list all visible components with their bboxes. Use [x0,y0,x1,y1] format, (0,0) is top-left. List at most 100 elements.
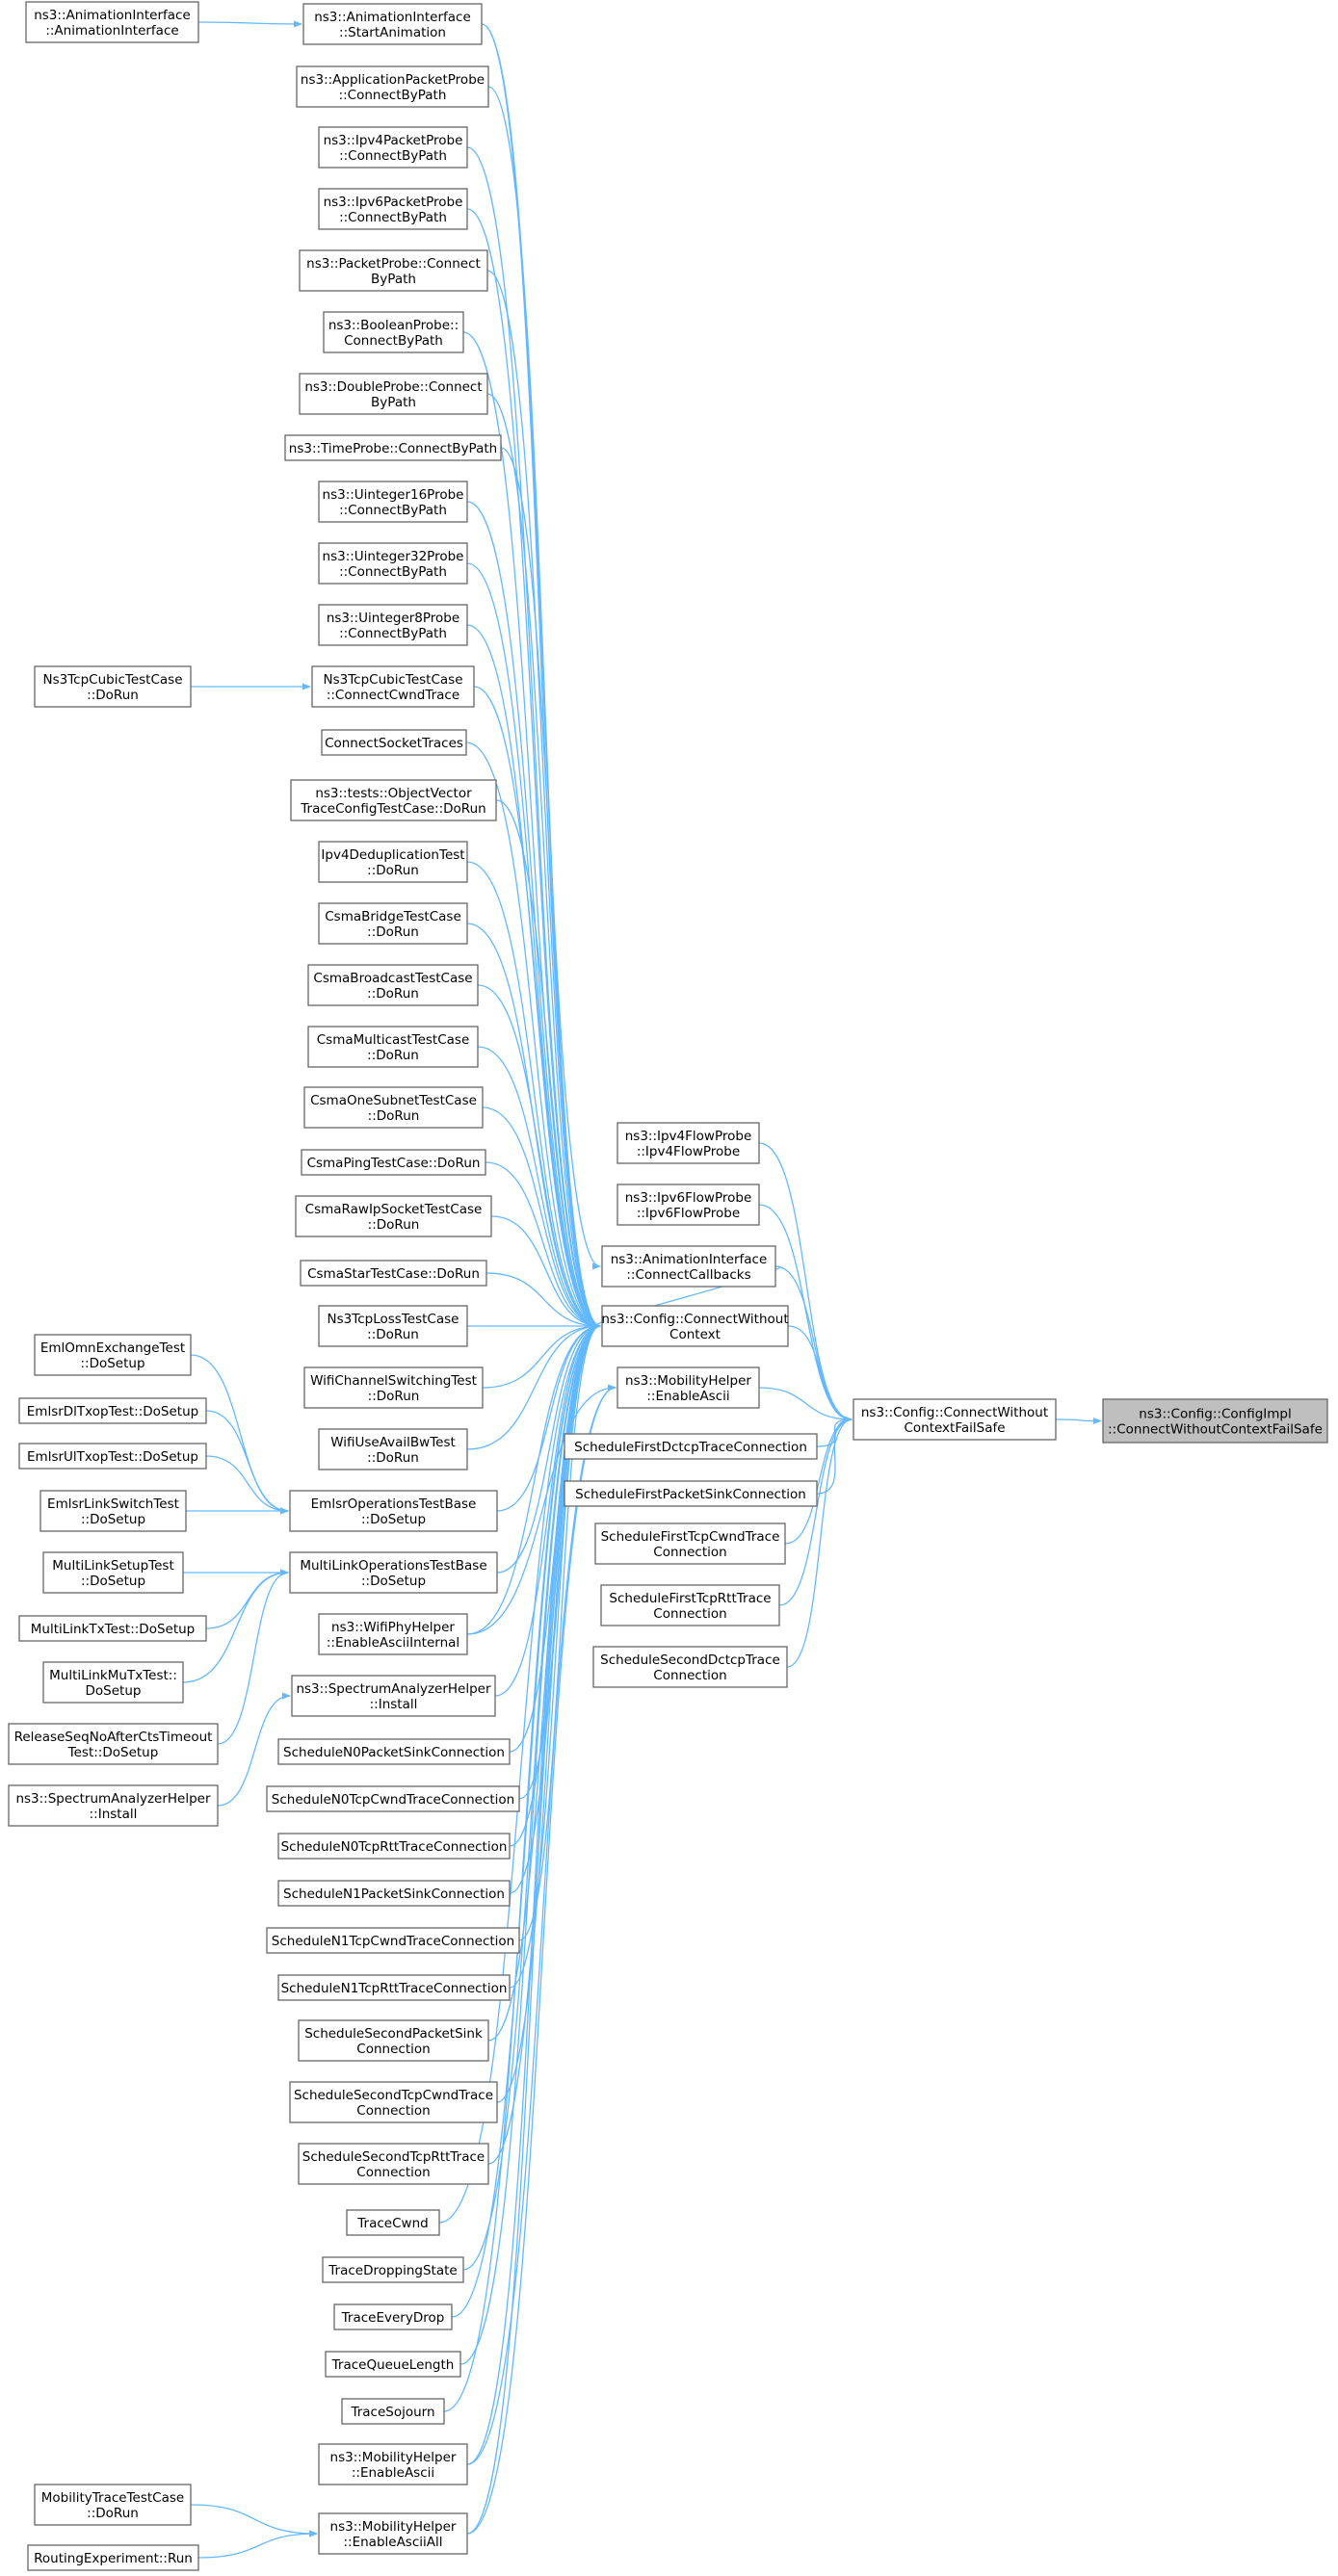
graph-node-multilinksetuptest-dosetup[interactable]: MultiLinkSetupTest::DoSetup [42,1551,184,1594]
graph-node-connectsockettraces[interactable]: ConnectSocketTraces [321,729,467,756]
graph-node-ns3-booleanprobe-connectbypath[interactable]: ns3::BooleanProbe::ConnectByPath [323,311,464,353]
graph-node-csmastartestcase-dorun[interactable]: CsmaStarTestCase::DoRun [300,1260,487,1287]
node-box [601,1305,789,1347]
graph-node-schedulefirstdctcptraceconnection[interactable]: ScheduleFirstDctcpTraceConnection [564,1433,818,1460]
node-label: ::EnableAsciiAll [343,2535,442,2550]
graph-node-ns3tcpcubictestcase-dorun[interactable]: Ns3TcpCubicTestCase::DoRun [34,665,192,708]
node-label: ScheduleSecondTcpRttTrace [302,2149,485,2165]
node-label: RoutingExperiment::Run [34,2551,193,2566]
graph-node-multilinkoperationstestbase-dosetup[interactable]: MultiLinkOperationsTestBase::DoSetup [289,1551,498,1594]
graph-node-emlsroperationstestbase-dosetup[interactable]: EmlsrOperationsTestBase::DoSetup [289,1490,498,1532]
graph-node-multilinktxtest-dosetup[interactable]: MultiLinkTxTest::DoSetup [18,1615,207,1642]
graph-node-schedulen0tcprtttraceconnection[interactable]: ScheduleN0TcpRttTraceConnection [277,1833,511,1860]
node-label: ConnectByPath [344,333,443,349]
node-box [594,1522,786,1565]
node-box [600,1584,780,1626]
node-label: ScheduleN1TcpCwndTraceConnection [272,1934,514,1949]
graph-node-csmaonesubnettestcase-dorun[interactable]: CsmaOneSubnetTestCase::DoRun [303,1086,484,1129]
graph-node-schedulen1packetsinkconnection[interactable]: ScheduleN1PacketSinkConnection [277,1880,511,1907]
graph-node-wifichannelswitchingtest-dorun[interactable]: WifiChannelSwitchingTest::DoRun [303,1366,484,1409]
graph-node-tracesojourn[interactable]: TraceSojourn [341,2398,445,2425]
node-label: CsmaStarTestCase::DoRun [307,1266,480,1282]
node-box [27,2544,199,2571]
edge-n40-to-n39 [217,1692,291,1807]
graph-node-ns3-config-connectwithout-contextfailsafe[interactable]: ns3::Config::ConnectWithoutContextFailSa… [853,1398,1057,1441]
graph-node-tracedroppingstate[interactable]: TraceDroppingState [322,2256,464,2283]
graph-node-ns3-uinteger16probe-connectbypath[interactable]: ns3::Uinteger16Probe::ConnectByPath [318,481,468,523]
graph-node-ns3-animationinterface-animationinterface[interactable]: ns3::AnimationInterface::AnimationInterf… [25,1,199,43]
node-label: ns3::MobilityHelper [330,2519,457,2535]
graph-node-schedulefirstpacketsinkconnection[interactable]: ScheduleFirstPacketSinkConnection [564,1480,818,1507]
graph-node-ns3-packetprobe-connect-bypath[interactable]: ns3::PacketProbe::ConnectByPath [299,249,488,292]
graph-node-ns3-animationinterface-connectcallbacks[interactable]: ns3::AnimationInterface::ConnectCallback… [601,1245,776,1288]
graph-node-ns3-timeprobe-connectbypath[interactable]: ns3::TimeProbe::ConnectByPath [284,434,502,461]
node-box [311,665,475,708]
graph-node-ns3tcpcubictestcase-connectcwndtrace[interactable]: Ns3TcpCubicTestCase::ConnectCwndTrace [311,665,475,708]
graph-node-ns3-uinteger8probe-connectbypath[interactable]: ns3::Uinteger8Probe::ConnectByPath [318,604,468,646]
graph-node-ns3-ipv4flowprobe-ipv4flowprobe[interactable]: ns3::Ipv4FlowProbe::Ipv4FlowProbe [617,1122,760,1164]
graph-node-schedulen0packetsinkconnection[interactable]: ScheduleN0PacketSinkConnection [277,1738,511,1765]
graph-node-ns3-mobilityhelper-enableascii[interactable]: ns3::MobilityHelper::EnableAscii [318,2443,468,2485]
graph-node-ns3-tests-objectvector-traceconfigtestcase-dorun[interactable]: ns3::tests::ObjectVectorTraceConfigTestC… [290,779,497,821]
node-label: ::DoRun [368,1217,420,1233]
node-label: ::DoSetup [81,1512,145,1527]
graph-node-emlsrdltxoptest-dosetup[interactable]: EmlsrDlTxopTest::DoSetup [18,1397,207,1424]
graph-node-routingexperiment-run[interactable]: RoutingExperiment::Run [27,2544,199,2571]
graph-node-ns3-doubleprobe-connect-bypath[interactable]: ns3::DoubleProbe::ConnectByPath [299,373,488,415]
node-label: TraceCwnd [356,2216,428,2231]
edge-n38-to-c1 [466,1322,601,1635]
graph-node-multilinkmutxtest-dosetup[interactable]: MultiLinkMuTxTest::DoSetup [42,1661,184,1704]
node-label: ::ConnectCwndTrace [327,688,459,703]
node-box [289,2081,498,2123]
graph-node-traceeverydrop[interactable]: TraceEveryDrop [333,2303,453,2330]
graph-node-ns3-spectrumanalyzerhelper-install[interactable]: ns3::SpectrumAnalyzerHelper::Install [291,1675,496,1717]
graph-node-ns3-animationinterface-startanimation[interactable]: ns3::AnimationInterface::StartAnimation [302,3,483,45]
graph-node-ns3-mobilityhelper-enableascii[interactable]: ns3::MobilityHelper::EnableAscii [617,1366,760,1409]
node-label: TraceQueueLength [331,2357,455,2373]
graph-node-emlsrultxoptest-dosetup[interactable]: EmlsrUlTxopTest::DoSetup [18,1443,207,1470]
graph-node-ipv4deduplicationtest-dorun[interactable]: Ipv4DeduplicationTest::DoRun [318,841,468,883]
edge-n9-to-c1 [500,447,601,1330]
graph-node-wifiuseavailbwtest-dorun[interactable]: WifiUseAvailBwTest::DoRun [318,1428,468,1470]
graph-node-ns3-config-configimpl-connectwithoutcontextfailsafe[interactable]: ns3::Config::ConfigImpl::ConnectWithoutC… [1102,1398,1328,1444]
graph-node-ns3-mobilityhelper-enableasciiall[interactable]: ns3::MobilityHelper::EnableAsciiAll [318,2512,468,2555]
graph-node-tracequeuelength[interactable]: TraceQueueLength [325,2351,461,2378]
graph-node-ns3tcplosstestcase-dorun[interactable]: Ns3TcpLossTestCase::DoRun [318,1305,468,1347]
graph-node-csmabroadcasttestcase-dorun[interactable]: CsmaBroadcastTestCase::DoRun [307,964,479,1006]
graph-node-ns3-ipv4packetprobe-connectbypath[interactable]: ns3::Ipv4PacketProbe::ConnectByPath [318,126,468,169]
node-box [318,1613,468,1655]
edge-n53-to-c1 [459,1322,601,2365]
graph-node-csmarawipsockettestcase-dorun[interactable]: CsmaRawIpSocketTestCase::DoRun [295,1195,492,1237]
graph-node-schedulen1tcprtttraceconnection[interactable]: ScheduleN1TcpRttTraceConnection [277,1974,511,2001]
node-label: ns3::Config::ConfigImpl [1139,1407,1291,1422]
graph-node-csmamulticasttestcase-dorun[interactable]: CsmaMulticastTestCase::DoRun [307,1026,479,1068]
node-box [298,2143,489,2185]
graph-node-csmabridgetestcase-dorun[interactable]: CsmaBridgeTestCase::DoRun [318,902,468,945]
node-label: ns3::tests::ObjectVector [315,786,472,801]
graph-node-ns3-ipv6packetprobe-connectbypath[interactable]: ns3::Ipv6PacketProbe::ConnectByPath [318,188,468,230]
graph-node-emlsrlinkswitchtest-dosetup[interactable]: EmlsrLinkSwitchTest::DoSetup [39,1490,187,1532]
graph-node-mobilitytracetestcase-dorun[interactable]: MobilityTraceTestCase::DoRun [34,2484,192,2526]
graph-node-schedulen0tcpcwndtraceconnection[interactable]: ScheduleN0TcpCwndTraceConnection [266,1785,520,1812]
edge-n48-to-c1 [496,1322,601,2103]
graph-node-ns3-config-connectwithout-context[interactable]: ns3::Config::ConnectWithoutContext [601,1305,789,1347]
node-box [8,1784,219,1827]
graph-node-csmapingtestcase-dorun[interactable]: CsmaPingTestCase::DoRun [301,1149,486,1176]
graph-node-ns3-spectrumanalyzerhelper-install[interactable]: ns3::SpectrumAnalyzerHelper::Install [8,1784,219,1827]
graph-node-ns3-uinteger32probe-connectbypath[interactable]: ns3::Uinteger32Probe::ConnectByPath [318,542,468,585]
graph-node-ns3-wifiphyhelper-enableasciiinternal[interactable]: ns3::WifiPhyHelper::EnableAsciiInternal [318,1613,468,1655]
graph-node-schedulen1tcpcwndtraceconnection[interactable]: ScheduleN1TcpCwndTraceConnection [266,1927,520,1954]
graph-node-ns3-applicationpacketprobe-connectbypath[interactable]: ns3::ApplicationPacketProbe::ConnectByPa… [296,65,489,108]
graph-node-emlomnexchangetest-dosetup[interactable]: EmlOmnExchangeTest::DoSetup [34,1334,192,1376]
node-label: CsmaMulticastTestCase [317,1032,470,1048]
graph-node-tracecwnd[interactable]: TraceCwnd [346,2209,440,2236]
graph-node-ns3-ipv6flowprobe-ipv6flowprobe[interactable]: ns3::Ipv6FlowProbe::Ipv6FlowProbe [617,1184,760,1226]
